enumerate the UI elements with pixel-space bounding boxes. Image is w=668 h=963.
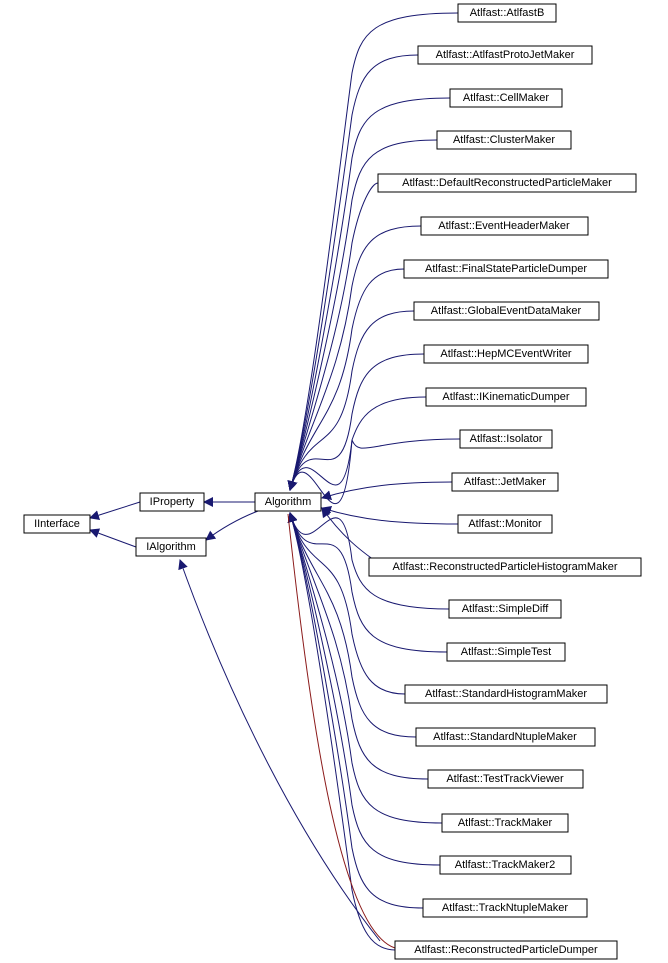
node-ialgorithm[interactable]: IAlgorithm [135,537,207,557]
edge-monitor-algorithm [321,505,459,525]
node-label: Atlfast::ReconstructedParticleDumper [414,944,598,956]
node-atlfast-standardntuplemaker[interactable]: Atlfast::StandardNtupleMaker [415,727,596,747]
edge-atlfastprotojetmaker-algorithm [287,54,419,491]
node-label: Atlfast::AtlfastB [470,7,545,19]
node-iproperty[interactable]: IProperty [139,492,205,512]
edge-trackntuplemaker-algorithm [287,512,424,909]
edge-trackmaker-algorithm [287,512,443,824]
node-label: Atlfast::TrackMaker2 [455,859,555,871]
node-label: Atlfast::StandardHistogramMaker [425,688,587,700]
node-label: Atlfast::FinalStateParticleDumper [425,263,587,275]
node-label: Atlfast::TrackNtupleMaker [442,902,568,914]
edge-simplediff-algorithm [287,512,450,610]
node-atlfast-testtrackviewer[interactable]: Atlfast::TestTrackViewer [427,769,584,789]
node-atlfast-isolator[interactable]: Atlfast::Isolator [459,429,553,449]
node-atlfast-monitor[interactable]: Atlfast::Monitor [457,514,553,534]
node-atlfast-clustermaker[interactable]: Atlfast::ClusterMaker [436,130,572,150]
node-atlfast-atlfastprotojetmaker[interactable]: Atlfast::AtlfastProtoJetMaker [417,45,593,65]
node-label: Atlfast::Monitor [468,518,542,530]
node-label: Atlfast::ReconstructedParticleHistogramM… [393,561,618,573]
edge-ikinematicdumper-algorithm [287,396,427,491]
edge-simpletest-algorithm [287,512,448,653]
node-iinterface[interactable]: IInterface [23,514,91,534]
node-atlfast-trackmaker2[interactable]: Atlfast::TrackMaker2 [439,855,572,875]
node-atlfast-reconstructedparticledumper[interactable]: Atlfast::ReconstructedParticleDumper [394,940,618,960]
node-label: Algorithm [265,496,311,508]
node-label: Atlfast::SimpleDiff [462,603,550,615]
node-atlfast-reconstructedparticlehistogrammaker[interactable]: Atlfast::ReconstructedParticleHistogramM… [368,557,642,577]
edge-standardhistogrammaker-algorithm [287,512,406,695]
edge-finalstateparticledumper-algorithm [287,268,405,491]
node-atlfast-eventheadermaker[interactable]: Atlfast::EventHeaderMaker [420,216,589,236]
edge-jetmaker-algorithm [321,481,453,501]
node-atlfast-finalstateparticledumper[interactable]: Atlfast::FinalStateParticleDumper [403,259,609,279]
node-atlfast-standardhistogrammaker[interactable]: Atlfast::StandardHistogramMaker [404,684,608,704]
node-atlfast-jetmaker[interactable]: Atlfast::JetMaker [451,472,559,492]
node-algorithm[interactable]: Algorithm [254,492,322,512]
node-label: Atlfast::Isolator [470,433,543,445]
edge-iproperty-iinterface [89,501,141,521]
node-label: Atlfast::DefaultReconstructedParticleMak… [402,177,612,189]
node-atlfast-hepmceventwriter[interactable]: Atlfast::HepMCEventWriter [423,344,589,364]
node-label: Atlfast::CellMaker [463,92,550,104]
edge-eventheadermaker-algorithm [287,225,422,491]
edge-algorithm-ialgorithm [205,510,259,541]
node-label: Atlfast::GlobalEventDataMaker [431,305,582,317]
edge-atlfastb-algorithm [287,12,459,491]
node-label: IAlgorithm [146,541,196,553]
edge-isolator-algorithm [287,438,461,504]
node-atlfast-defaultreconstructedparticlemaker[interactable]: Atlfast::DefaultReconstructedParticleMak… [377,173,637,193]
node-atlfast-trackmaker[interactable]: Atlfast::TrackMaker [441,813,569,833]
edge-hepmceventwriter-algorithm [287,353,425,491]
node-atlfast-simplediff[interactable]: Atlfast::SimpleDiff [448,599,562,619]
edge-trackmaker2-algorithm [287,512,441,866]
node-atlfast-cellmaker[interactable]: Atlfast::CellMaker [449,88,563,108]
edge-testtrackviewer-algorithm [287,512,429,780]
node-atlfast-atlfastb[interactable]: Atlfast::AtlfastB [457,3,557,23]
edge-defaultreconstructedparticlemaker-algorithm [287,182,379,491]
edge-reconstructedparticledumper-algorithm [287,512,396,951]
node-label: Atlfast::TestTrackViewer [446,773,564,785]
node-label: Atlfast::StandardNtupleMaker [433,731,577,743]
node-label: IProperty [150,496,195,508]
node-label: IInterface [34,518,80,530]
edge-standardntuplemaker-algorithm [287,512,417,738]
node-label: Atlfast::HepMCEventWriter [440,348,572,360]
node-label: Atlfast::SimpleTest [461,646,551,658]
node-label: Atlfast::ClusterMaker [453,134,555,146]
node-label: Atlfast::TrackMaker [458,817,553,829]
node-atlfast-ikinematicdumper[interactable]: Atlfast::IKinematicDumper [425,387,587,407]
edge-cellmaker-algorithm [287,97,451,491]
edge-recondumper-ialgorithm [178,559,381,942]
node-label: Atlfast::AtlfastProtoJetMaker [436,49,575,61]
edge-clustermaker-algorithm [287,139,438,491]
node-atlfast-simpletest[interactable]: Atlfast::SimpleTest [446,642,566,662]
node-label: Atlfast::EventHeaderMaker [438,220,570,232]
node-label: Atlfast::IKinematicDumper [442,391,569,403]
node-atlfast-trackntuplemaker[interactable]: Atlfast::TrackNtupleMaker [422,898,588,918]
edge-recondumper-algorithm-protected [287,513,396,949]
edge-ialgorithm-iinterface [89,528,137,548]
inheritance-edges [89,12,461,951]
node-atlfast-globaleventdatamaker[interactable]: Atlfast::GlobalEventDataMaker [413,301,600,321]
edge-globaleventdatamaker-algorithm [287,310,415,491]
node-label: Atlfast::JetMaker [464,476,546,488]
